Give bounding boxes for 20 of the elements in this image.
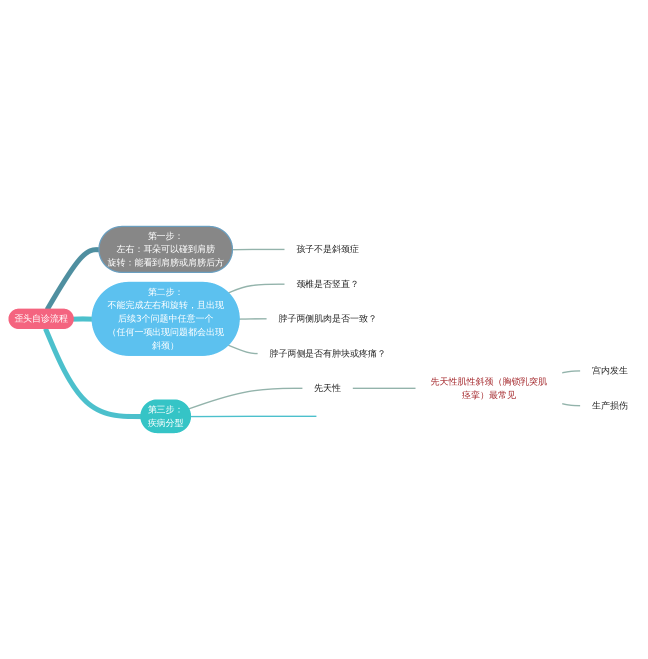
connector — [190, 416, 316, 418]
node-text: 脖子两侧是否有肿块或疼痛？ — [269, 348, 386, 359]
connector — [72, 316, 94, 322]
connector — [562, 370, 581, 374]
connector — [562, 402, 581, 406]
node-text: 生产损伤 — [592, 400, 628, 411]
connector — [239, 318, 268, 320]
node-text: 先天性 — [314, 382, 342, 394]
connector — [352, 388, 416, 389]
connector — [43, 328, 142, 420]
connector — [228, 344, 258, 354]
connector — [232, 248, 286, 250]
node-text: 宫内发生 — [592, 365, 628, 376]
connector — [188, 388, 303, 410]
node-text: 孩子不是斜颈症 — [296, 244, 359, 254]
node-text: 脖子两侧肌肉是否一致？ — [278, 313, 377, 324]
connector — [228, 283, 286, 294]
node-text: 先天性肌性斜颈（胸锁乳突肌痉挛）最常见 — [430, 376, 548, 400]
connector — [44, 247, 100, 311]
node-text: 颈椎是否竖直？ — [296, 278, 359, 290]
